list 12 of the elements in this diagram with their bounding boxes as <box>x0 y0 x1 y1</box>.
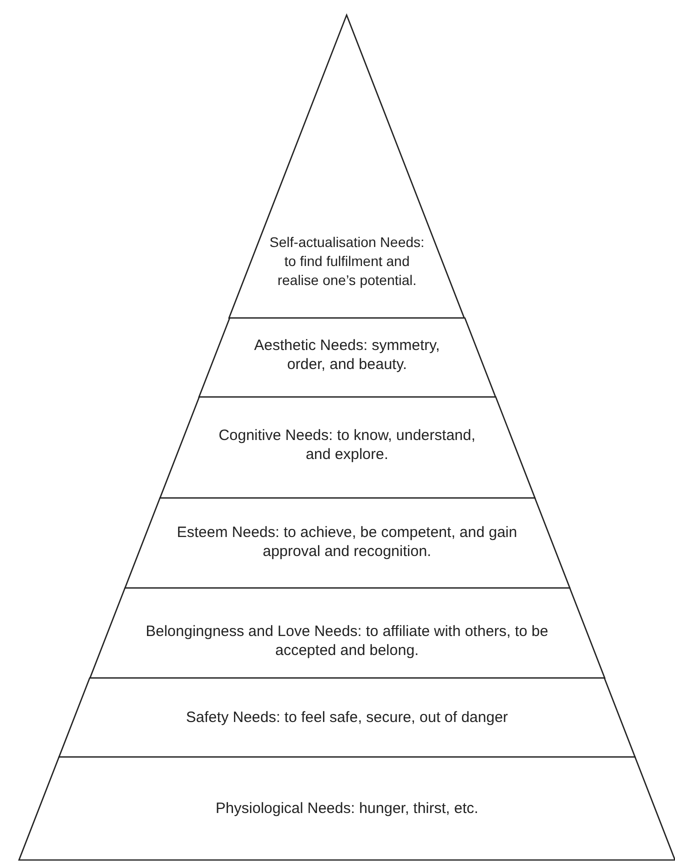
tier-label: Cognitive Needs: to know, understand, and explore. <box>218 426 476 464</box>
tier-label: Self-actualisation Needs: to find fulfilment and realise one’s potential. <box>268 233 426 290</box>
pyramid-tier <box>19 757 675 860</box>
pyramid-tier <box>160 397 534 498</box>
pyramid-tier <box>124 498 570 588</box>
tier-label: Belongingness and Love Needs: to affiliate with others, to be accepted and belong. <box>144 622 550 660</box>
tier-label: Safety Needs: to feel safe, secure, out of danger <box>185 708 509 727</box>
tier-label: Esteem Needs: to achieve, be competent, and gain approval and recognition. <box>176 523 518 561</box>
tier-label: Aesthetic Needs: symmetry, order, and beauty. <box>253 336 441 374</box>
pyramid-tier <box>90 588 604 678</box>
tier-label: Physiological Needs: hunger, thirst, etc. <box>214 799 480 818</box>
pyramid-tier <box>58 678 635 757</box>
